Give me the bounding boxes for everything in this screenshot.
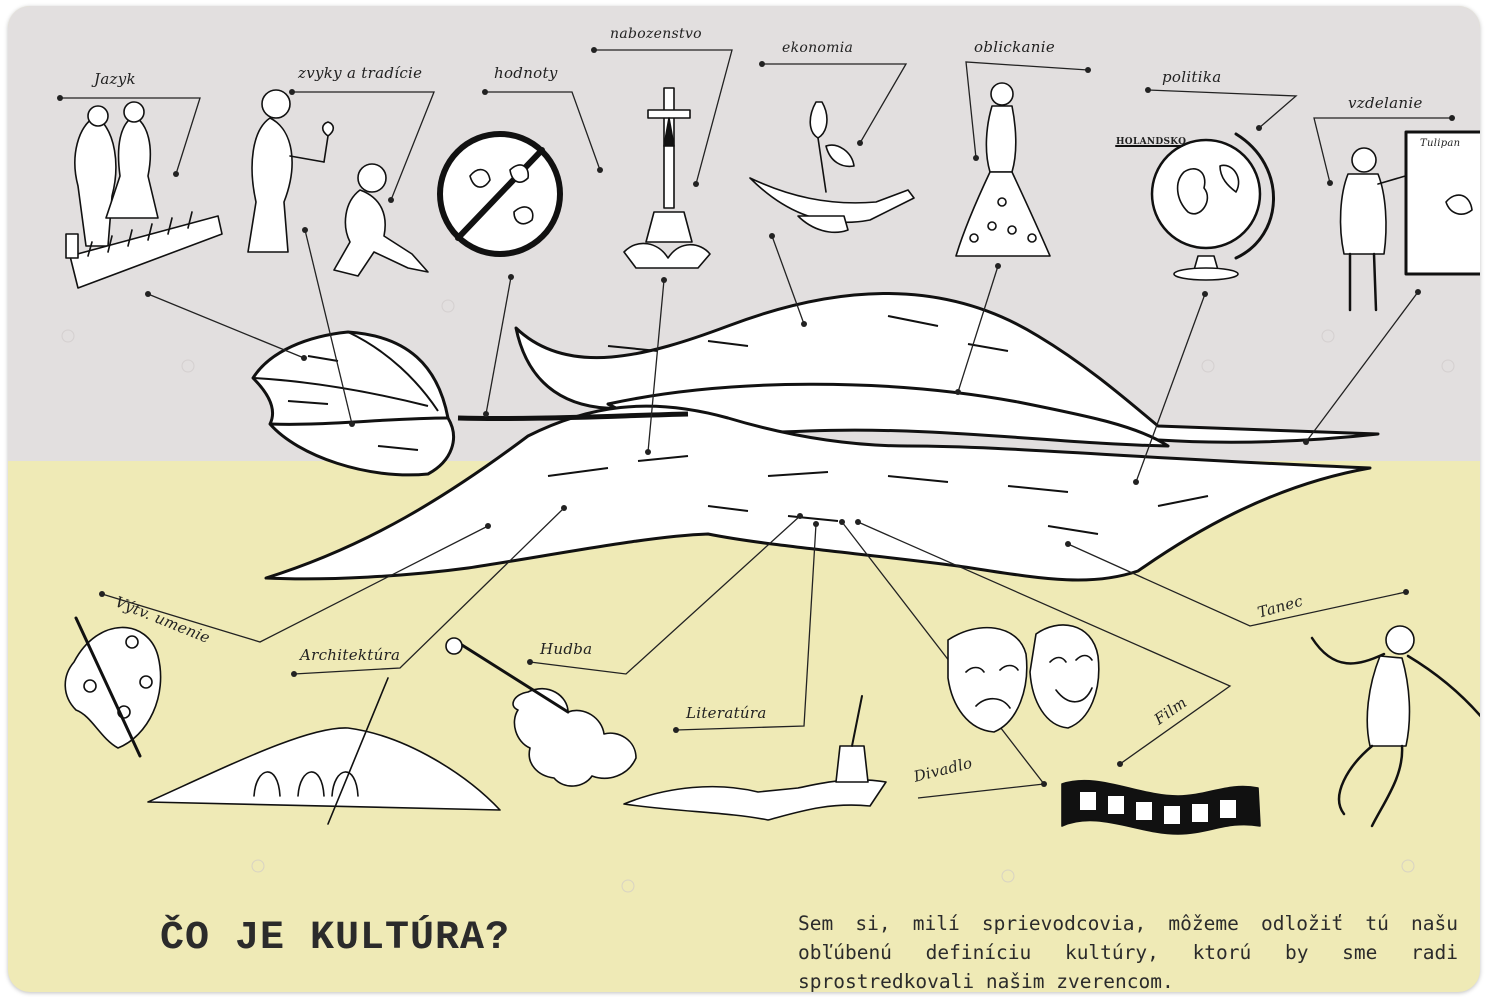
- label-architektura: Architektúra: [300, 646, 400, 664]
- film-strip-illustration: [1062, 781, 1260, 834]
- education-teacher-illustration: [1341, 132, 1480, 310]
- economy-hands-tulip-illustration: [750, 102, 914, 232]
- label-hudba: Hudba: [540, 640, 592, 658]
- values-no-symbol-icon: [440, 134, 560, 254]
- label-literatura: Literatúra: [686, 704, 767, 722]
- theatre-masks-illustration: [948, 625, 1099, 732]
- label-politika: politika: [1162, 68, 1222, 86]
- politics-globe-illustration: [1116, 134, 1274, 280]
- palette-illustration: [65, 618, 160, 756]
- tulip-flower-head: [253, 332, 454, 475]
- culture-card: Jazyk zvyky a tradície hodnoty nabozenst…: [8, 6, 1480, 992]
- globe-country-label: HOLANDSKO: [1116, 137, 1186, 147]
- board-text: Tulipan: [1420, 138, 1460, 149]
- label-oblickanie: oblickanie: [974, 38, 1055, 56]
- label-hodnoty: hodnoty: [494, 64, 558, 82]
- clothing-dress-illustration: [956, 83, 1050, 256]
- culture-diagram: [8, 6, 1480, 992]
- label-zvyky-a-tradicie: zvyky a tradície: [298, 64, 422, 82]
- language-people-illustration: [66, 102, 222, 288]
- dancer-illustration: [1312, 626, 1480, 826]
- label-jazyk: Jazyk: [94, 70, 136, 88]
- page-title: ČO JE KULTÚRA?: [160, 916, 510, 961]
- label-vzdelanie: vzdelanie: [1348, 94, 1423, 112]
- description-text: Sem si, milí sprievodcovia, môžeme odlož…: [798, 909, 1458, 992]
- violin-illustration: [446, 638, 636, 786]
- architecture-arch-illustration: [148, 678, 500, 824]
- label-ekonomia: ekonomia: [782, 40, 853, 56]
- label-nabozenstvo: nabozenstvo: [610, 26, 702, 42]
- traditions-illustration: [248, 90, 428, 276]
